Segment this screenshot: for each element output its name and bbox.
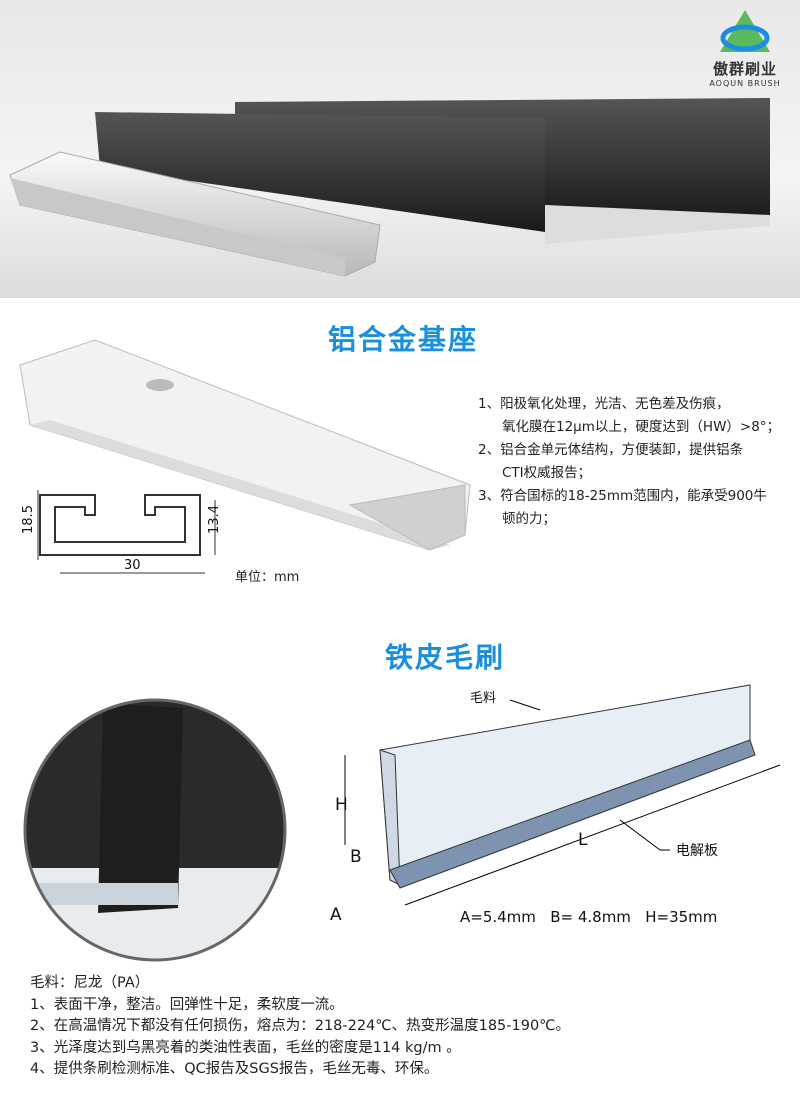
spec-line: 顿的力； — [502, 511, 556, 527]
brush-dimensions: A=5.4mm B= 4.8mm H=35mm — [460, 908, 718, 926]
aluminum-profile-illustration — [19, 339, 471, 574]
unit-label: 单位：mm — [235, 570, 300, 585]
dimension-a-label: A — [330, 905, 342, 925]
bristle-label: 毛料 — [470, 691, 497, 706]
hero-product-photo: 傲群刷业 AOQUN BRUSH — [0, 0, 800, 298]
spec-line: CTI权威报告； — [502, 465, 592, 481]
bristle-spec-list: 毛料：尼龙（PA） 1、表面干净，整洁。回弹性十足，柔软度一流。 2、在高温情况… — [30, 973, 570, 1081]
spec-line: 2、铝合金单元体结构，方便装卸，提供铝条 — [478, 442, 744, 458]
dimension-h-label: H — [335, 795, 348, 815]
section-title-aluminum-base: 铝合金基座 — [328, 323, 479, 356]
material-line: 毛料：尼龙（PA） — [30, 975, 150, 991]
logo-mark-icon — [720, 10, 770, 52]
spec-line: 1、表面干净，整洁。回弹性十足，柔软度一流。 — [30, 996, 344, 1013]
dimension-b-label: B — [350, 847, 362, 867]
dimension-l-label: L — [578, 830, 588, 850]
brush-strips-illustration — [9, 98, 770, 277]
spec-line: 3、符合国标的18-25mm范围内，能承受900牛 — [478, 488, 767, 504]
strip-brush-diagram — [344, 684, 781, 906]
aluminum-spec-list: 1、阳极氧化处理，光洁、无色差及伤痕， 氧化膜在12μm以上，硬度达到（HW）>… — [478, 393, 780, 531]
spec-line: 2、在高温情况下都没有任何损伤，熔点为：218-224℃、热变形温度185-19… — [30, 1018, 570, 1034]
brand-logo: 傲群刷业 AOQUN BRUSH — [700, 8, 790, 88]
spec-line: 4、提供条刷检测标准、QC报告及SGS报告，毛丝无毒、环保。 — [30, 1061, 439, 1077]
dimension-height-left: 18.5 — [20, 505, 36, 534]
spec-line: 3、光泽度达到乌黑亮着的类油性表面，毛丝的密度是114 kg/m 。 — [30, 1039, 461, 1056]
section-title-strip-brush: 铁皮毛刷 — [385, 641, 506, 674]
brush-closeup-photo — [23, 698, 287, 962]
dimension-width: 30 — [124, 558, 141, 573]
logo-name-cn: 傲群刷业 — [712, 60, 777, 78]
logo-name-en: AOQUN BRUSH — [709, 79, 781, 88]
dimension-height-right: 13.4 — [206, 505, 222, 534]
spec-line: 1、阳极氧化处理，光洁、无色差及伤痕， — [478, 396, 730, 412]
spec-line: 氧化膜在12μm以上，硬度达到（HW）>8°； — [502, 419, 781, 435]
plate-label: 电解板 — [676, 843, 718, 859]
